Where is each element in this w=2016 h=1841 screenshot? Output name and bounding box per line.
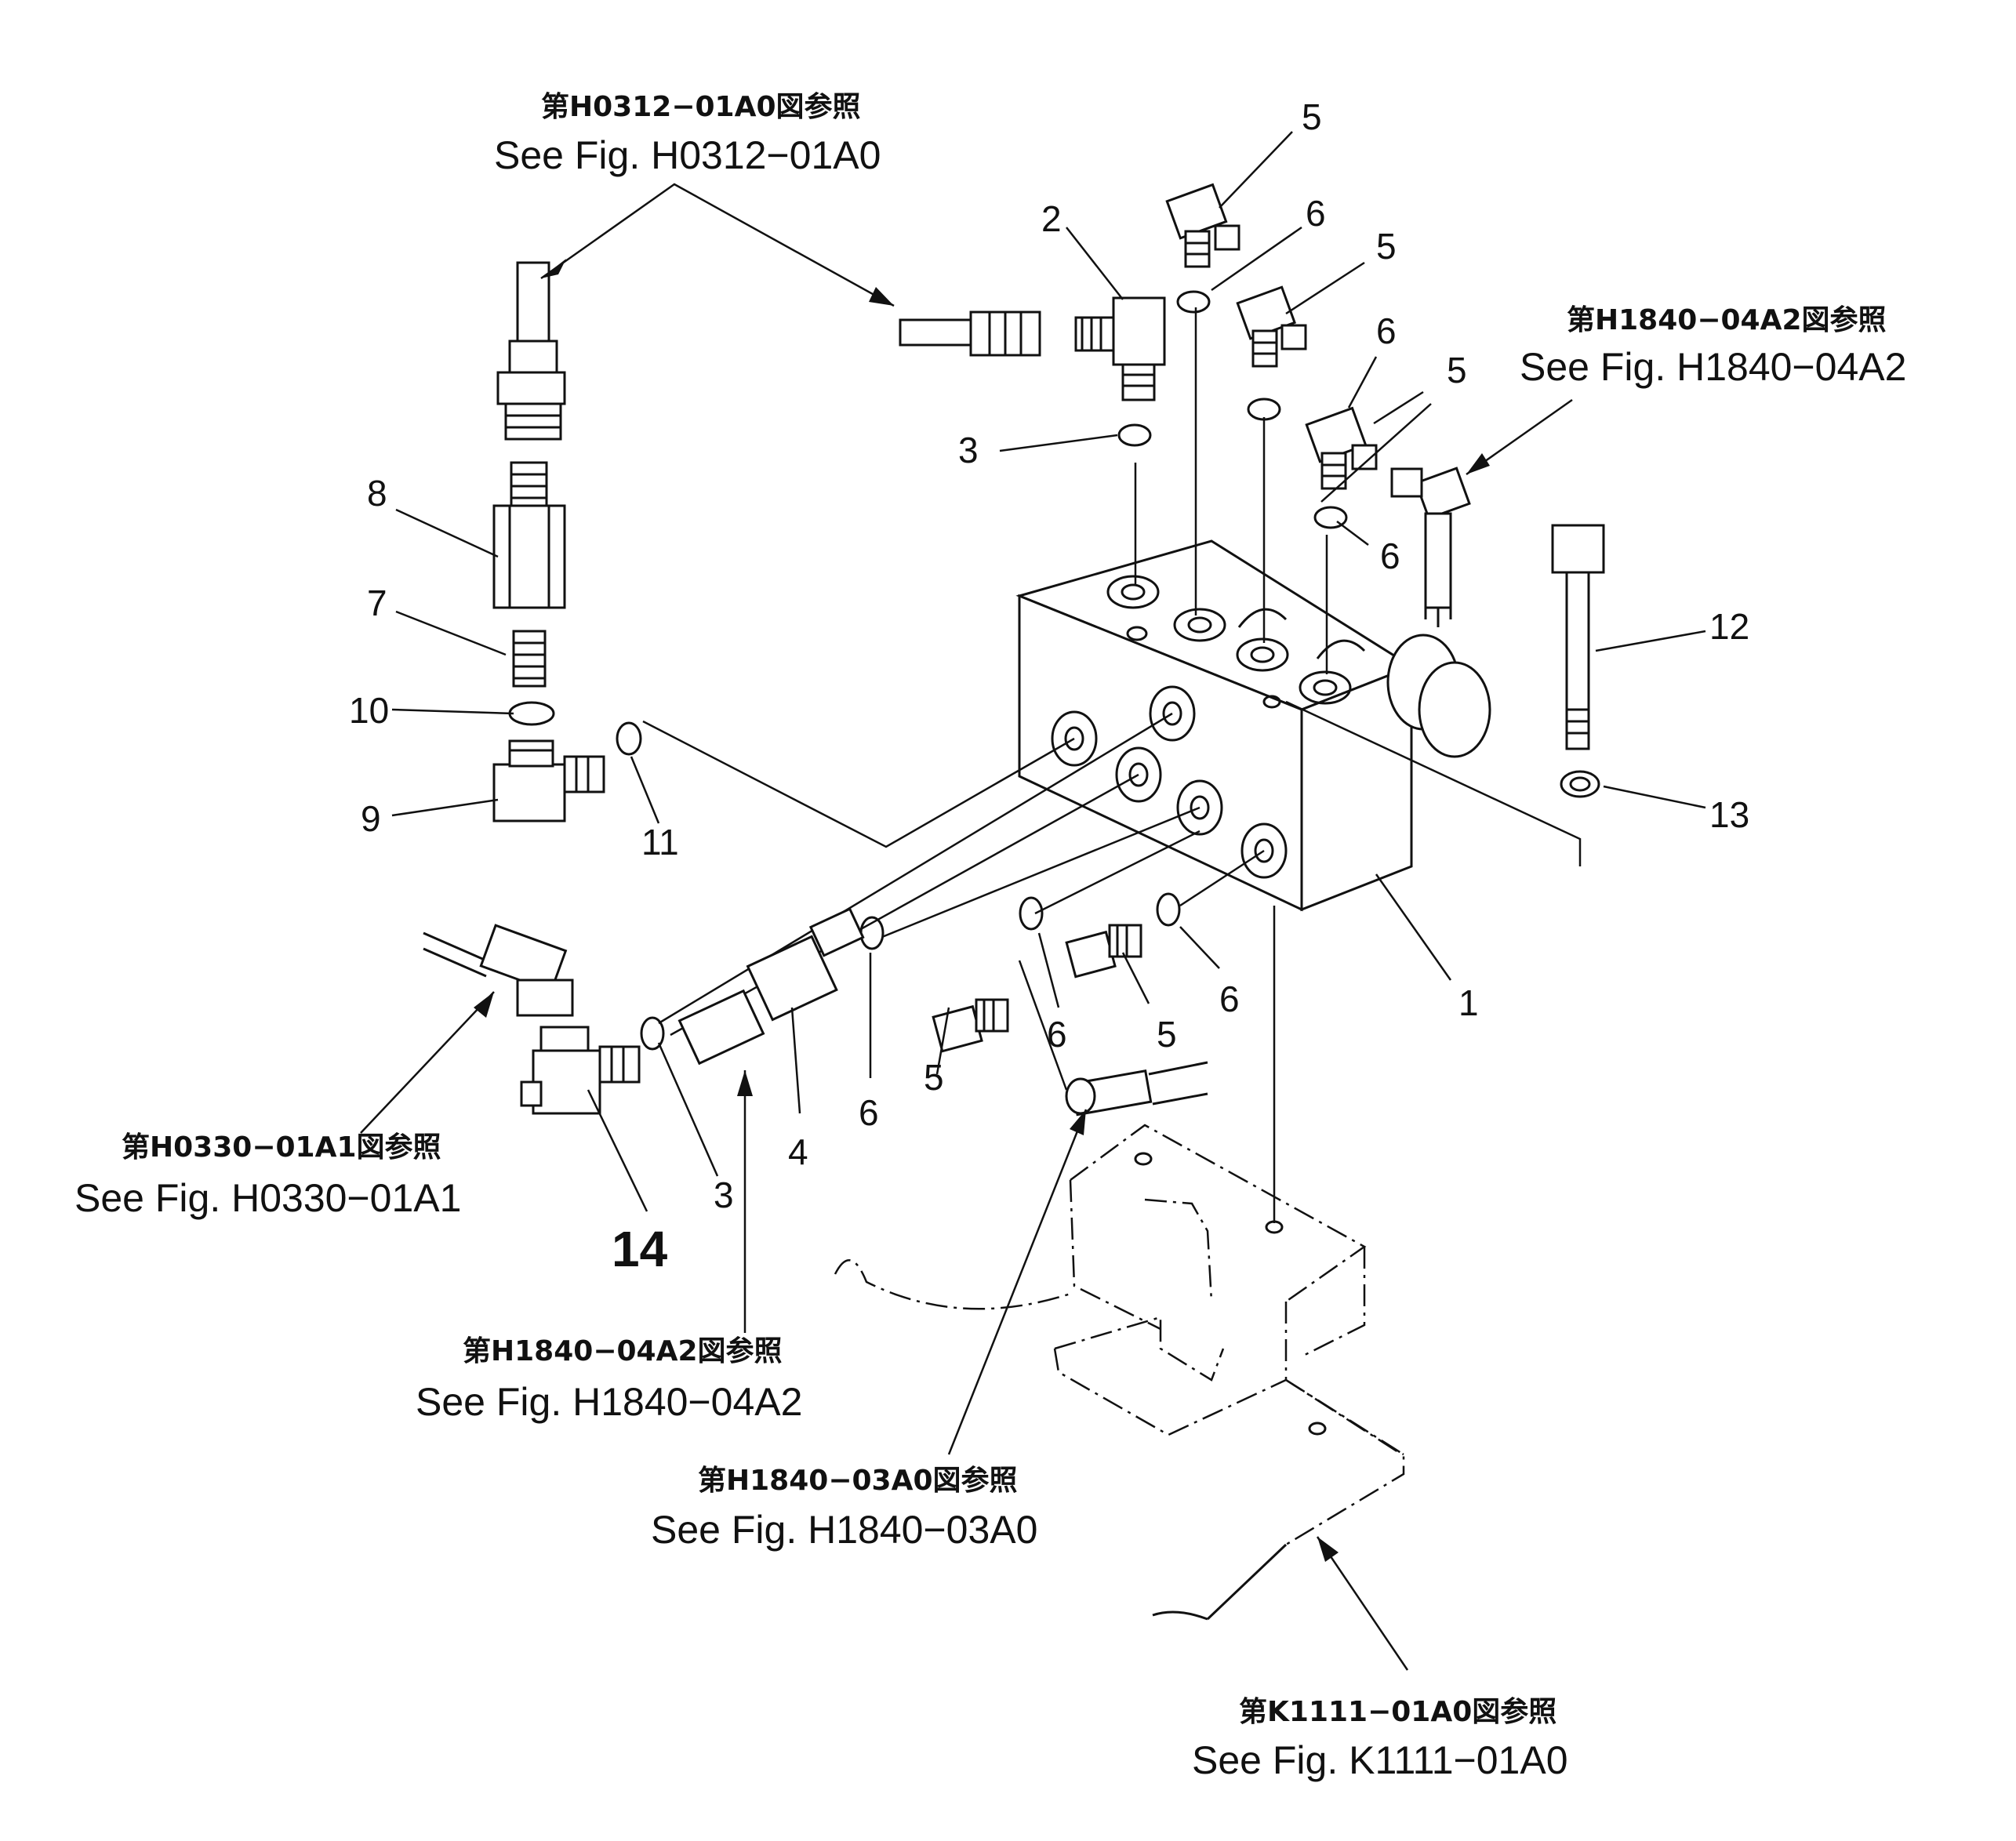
- leader-lines: [391, 131, 1706, 1212]
- callout-5: 5: [1447, 350, 1467, 390]
- part-12-bolt: [1551, 524, 1605, 750]
- o-rings: [508, 290, 1600, 1051]
- h0312-horizontal-fitting: [899, 310, 1041, 357]
- callout-3: 3: [958, 430, 979, 470]
- callout-3: 3: [714, 1175, 734, 1215]
- figure-ref-jp: 第H1840−04A2図参照: [463, 1335, 783, 1367]
- figure-ref-en: See Fig. H1840−04A2: [416, 1380, 802, 1424]
- figure-ref-jp: 第H1840−03A0図参照: [698, 1465, 1018, 1497]
- callout-6: 6: [1376, 310, 1397, 351]
- figure-ref-en: See Fig. H1840−03A0: [651, 1508, 1037, 1552]
- figure-ref-en: See Fig. H0330−01A1: [74, 1176, 461, 1220]
- callout-10: 10: [349, 690, 389, 731]
- callout-6: 6: [1380, 536, 1400, 576]
- part-9-tee: [492, 739, 605, 822]
- callout-8: 8: [367, 473, 387, 514]
- part-7-spring: [512, 630, 547, 688]
- figure-ref-jp: 第H0312−01A0図参照: [541, 91, 861, 123]
- callout-6: 6: [1219, 979, 1240, 1019]
- figure-ref-en: See Fig. K1111−01A0: [1192, 1738, 1568, 1782]
- callout-5: 5: [924, 1057, 944, 1098]
- part-8-valve-cartridge: [492, 461, 566, 609]
- callout-7: 7: [367, 583, 387, 623]
- figure-ref-jp: 第H0330−01A1図参照: [122, 1131, 441, 1164]
- part-2-tee-fitting: [1074, 296, 1166, 401]
- callout-6: 6: [1306, 193, 1326, 234]
- callout-11: 11: [641, 822, 679, 862]
- callout-9: 9: [361, 798, 381, 839]
- reference-arrows: [360, 183, 1573, 1671]
- valve-block: [1015, 539, 1491, 912]
- callout-2: 2: [1041, 198, 1062, 239]
- callout-14: 14: [612, 1221, 668, 1277]
- h0330-elbow: [423, 924, 574, 1017]
- part-14-fitting: [520, 1026, 641, 1115]
- mounting-bracket: [834, 1124, 1405, 1621]
- figure-ref-jp: 第K1111−01A0図参照: [1239, 1696, 1556, 1728]
- callout-5: 5: [1157, 1014, 1177, 1055]
- callout-numbers: 5 2 6 5 6 5 3 6 8 7 10 9 11 12 13 1 6 5 …: [349, 96, 1749, 1277]
- figure-ref-jp: 第H1840−04A2図参照: [1567, 304, 1887, 336]
- callout-1: 1: [1458, 982, 1479, 1023]
- h0312-pipe-assembly: [496, 261, 566, 441]
- part-4-check-valve: [677, 907, 865, 1066]
- callout-6: 6: [859, 1092, 879, 1133]
- figure-ref-en: See Fig. H0312−01A0: [494, 133, 881, 177]
- figure-ref-en: See Fig. H1840−04A2: [1520, 345, 1906, 389]
- callout-13: 13: [1709, 794, 1749, 835]
- callout-5: 5: [1376, 226, 1397, 267]
- callout-6: 6: [1047, 1014, 1067, 1055]
- figure-reference-labels: 第H0312−01A0図参照 See Fig. H0312−01A0 第H184…: [74, 91, 1906, 1782]
- assembly-center-lines: [642, 307, 1582, 1223]
- callout-12: 12: [1709, 606, 1749, 647]
- callout-5: 5: [1302, 96, 1322, 137]
- callout-4: 4: [788, 1131, 808, 1172]
